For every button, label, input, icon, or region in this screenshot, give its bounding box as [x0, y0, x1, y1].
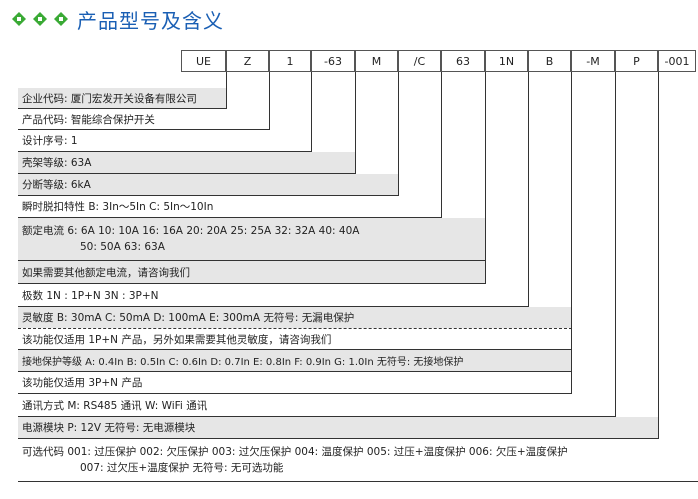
code-cell: 63 — [441, 50, 485, 72]
connector-line — [571, 72, 572, 394]
connector-line — [528, 72, 529, 307]
code-cell: M — [355, 50, 398, 72]
row-sensitivity-note: 该功能仅适用 1P+N 产品，另外如果需要其他灵敏度，请咨询我们 — [22, 333, 332, 346]
leader-line — [18, 217, 442, 218]
code-cell: 1N — [485, 50, 528, 72]
row-product-code: 产品代码: 智能综合保护开关 — [22, 114, 155, 126]
connector-line — [485, 72, 486, 284]
row-communication: 通讯方式 M: RS485 通讯 W: WiFi 通讯 — [22, 400, 208, 412]
row-sensitivity: 灵敏度 B: 30mA C: 50mA D: 100mA E: 300mA 无符… — [18, 307, 571, 328]
connector-line — [311, 72, 312, 152]
leader-line — [18, 438, 659, 439]
code-cell: P — [615, 50, 658, 72]
code-cell: 1 — [269, 50, 311, 72]
connector-line — [269, 72, 270, 130]
code-cell: B — [528, 50, 571, 72]
row-power-module: 电源模块 P: 12V 无符号: 无电源模块 — [18, 417, 658, 438]
row-ground-note: 该功能仅适用 3P+N 产品 — [22, 377, 143, 389]
leader-line — [18, 173, 356, 174]
rated-current-line-1: 额定电流 6: 6A 10: 10A 16: 16A 20: 20A 25: 2… — [22, 225, 360, 237]
code-cell: UE — [181, 50, 226, 72]
leader-line — [18, 416, 616, 417]
leader-line — [18, 283, 486, 284]
leader-line — [18, 108, 227, 109]
row-design-serial: 设计序号: 1 — [22, 135, 78, 147]
connector-line — [226, 72, 227, 109]
optional-code-line-1: 可选代码 001: 过压保护 002: 欠压保护 003: 过欠压保护 004:… — [22, 446, 568, 458]
row-optional-code: 可选代码 001: 过压保护 002: 欠压保护 003: 过欠压保护 004:… — [18, 440, 698, 480]
page-title: 产品型号及含义 — [77, 8, 224, 33]
dashed-separator — [18, 328, 572, 329]
row-poles: 极数 1N : 1P+N 3N : 3P+N — [22, 290, 159, 302]
code-cell: /C — [398, 50, 441, 72]
code-cell: Z — [226, 50, 269, 72]
leader-line — [18, 129, 270, 130]
leader-line — [18, 306, 529, 307]
leader-line — [18, 151, 312, 152]
connector-line — [355, 72, 356, 174]
code-cell: -63 — [311, 50, 355, 72]
row-rated-current: 额定电流 6: 6A 10: 10A 16: 16A 20: 20A 25: 2… — [18, 218, 485, 260]
leader-line — [18, 349, 572, 350]
leader-line — [18, 371, 572, 372]
row-current-note: 如果需要其他额定电流，请咨询我们 — [18, 261, 485, 283]
code-cell: -001 — [658, 50, 696, 72]
leader-line — [18, 481, 698, 482]
leader-line — [18, 195, 399, 196]
leader-line — [18, 260, 486, 261]
optional-code-line-2: 007: 过欠压+温度保护 无符号: 无可选功能 — [80, 462, 284, 474]
row-instant-trip: 瞬时脱扣特性 B: 3In～5In C: 5In～10In — [22, 201, 214, 213]
rated-current-line-2: 50: 50A 63: 63A — [80, 241, 165, 253]
row-frame-rating: 壳架等级: 63A — [18, 152, 355, 173]
connector-line — [441, 72, 442, 218]
row-ground-protection: 接地保护等级 A: 0.4In B: 0.5In C: 0.6In D: 0.7… — [18, 350, 571, 371]
connector-line — [658, 72, 659, 439]
diamond-bullets-icon — [12, 12, 68, 26]
leader-line — [18, 393, 572, 394]
section-header: 产品型号及含义 — [11, 4, 224, 34]
code-cell: -M — [571, 50, 615, 72]
row-breaking-capacity: 分断等级: 6kA — [18, 174, 398, 195]
connector-line — [615, 72, 616, 417]
row-enterprise-code: 企业代码: 厦门宏发开关设备有限公司 — [18, 88, 226, 109]
connector-line — [398, 72, 399, 196]
